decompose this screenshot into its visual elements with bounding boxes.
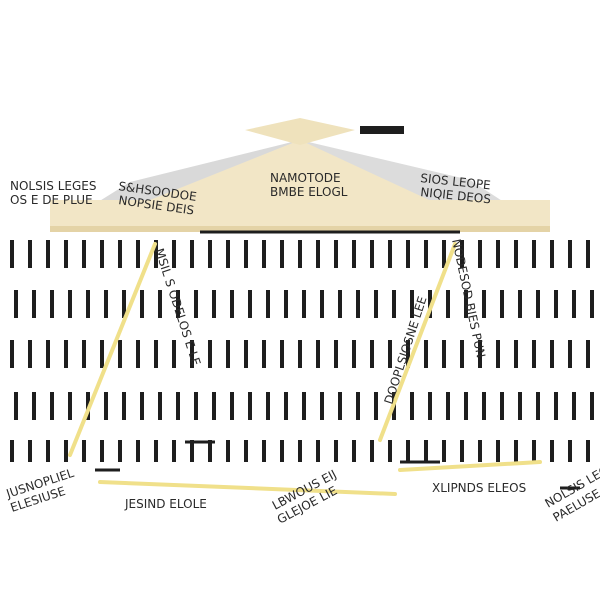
roof-vent-cap <box>360 126 404 134</box>
label-top-center-2: BMBE ELOGL <box>270 185 348 199</box>
label-top-left-2: OS E DE PLUE <box>10 193 93 207</box>
label-top-center-1: NAMOTODE <box>270 171 341 185</box>
bottom-labels: JUSNOPLIEL ELESIUSE JESIND ELOLE LBWOUS … <box>4 455 600 526</box>
vertical-labels: MSIL S ODELOS E LE DOOPLSIOSNE LEE NODES… <box>152 238 488 406</box>
label-top-left-1: NOLSIS LEGES <box>10 179 96 193</box>
label-bottom-right-a: XLIPNDS ELEOS <box>432 481 526 495</box>
roof-peak-vent <box>245 118 355 145</box>
dim-line-bottom-left <box>100 482 395 494</box>
label-bottom-left-b: JESIND ELOLE <box>124 497 207 511</box>
support-poles <box>12 240 592 462</box>
